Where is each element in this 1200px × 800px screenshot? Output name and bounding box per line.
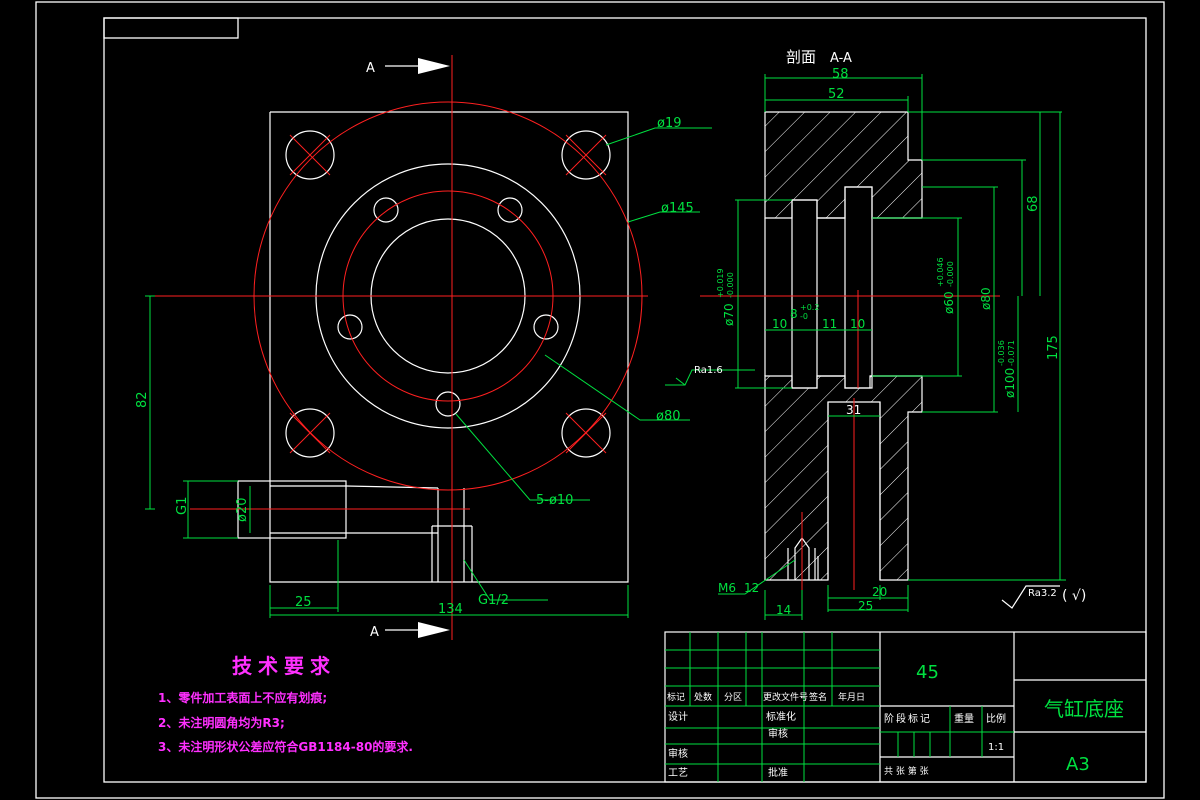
tech-requirements-title: 技术要求 — [232, 654, 336, 678]
drawing-frame — [35, 1, 1165, 799]
dim-height-82: 82 — [135, 391, 150, 408]
dim-w52: 52 — [828, 87, 845, 102]
tech-requirement-item: 3、未注明形状公差应符合GB1184-80的要求. — [158, 739, 413, 754]
dim-d8: 8 — [790, 307, 798, 321]
dim-m6-depth: 12 — [744, 581, 759, 595]
dim-d70-tol-up: +0.019 — [716, 268, 725, 298]
tech-requirement-item: 2、未注明圆角均为R3; — [158, 715, 285, 730]
tb-count: 处数 — [694, 691, 712, 703]
part-name: 气缸底座 — [1044, 697, 1124, 721]
dim-d31: 31 — [846, 403, 861, 417]
tb-change-doc: 更改文件号 — [763, 691, 808, 703]
dim-pitch-circle: ø80 — [656, 409, 681, 424]
dim-port-dia: ø20 — [235, 498, 250, 523]
dim-d70-tol-low: -0.000 — [726, 272, 735, 298]
dim-thread: G1/2 — [478, 593, 509, 608]
section-view: 剖面 A-A 58 52 68 175 ø70 +0.019 -0.000 8 … — [665, 48, 1086, 620]
dim-d8-tol-low: -0 — [800, 312, 808, 321]
dim-d60-tol-up: +0.046 — [936, 257, 945, 287]
dim-h68: 68 — [1026, 195, 1041, 212]
tech-requirements: 技术要求 1、零件加工表面上不应有划痕; 2、未注明圆角均为R3; 3、未注明形… — [158, 654, 413, 754]
tb-date: 年月日 — [838, 691, 865, 703]
dim-width-25: 25 — [295, 595, 312, 610]
section-arrow-bottom — [385, 622, 450, 638]
dim-port-g1: G1 — [175, 497, 190, 515]
tb-zone: 分区 — [724, 692, 742, 703]
tb-stage-mark: 阶段标记 — [884, 712, 932, 725]
material-label: 45 — [916, 662, 939, 683]
dim-d10b: 10 — [850, 317, 865, 331]
dim-small-holes: 5-ø10 — [536, 493, 573, 508]
dim-bolt-hole: ø19 — [657, 116, 682, 131]
dim-width-134: 134 — [438, 602, 463, 617]
dim-d70: ø70 — [722, 303, 736, 326]
section-marker-bottom: A — [370, 625, 379, 640]
tb-sheets: 共 张 第 张 — [884, 765, 929, 777]
tb-weight: 重量 — [954, 712, 974, 725]
dim-d80: ø80 — [979, 287, 993, 310]
dim-d11: 11 — [822, 317, 837, 331]
tech-requirement-item: 1、零件加工表面上不应有划痕; — [158, 690, 327, 705]
dim-d100-tol-low: -0.071 — [1007, 340, 1016, 366]
dim-h175: 175 — [1046, 335, 1061, 360]
dim-w58: 58 — [832, 67, 849, 82]
dim-m6: M6 — [718, 581, 736, 595]
roughness-symbol-icon — [1001, 585, 1060, 609]
scale-value: 1:1 — [988, 742, 1004, 753]
dim-d20: 20 — [872, 585, 887, 599]
tb-sign: 签名 — [809, 691, 827, 703]
roughness-general: Ra3.2 — [1028, 588, 1057, 599]
front-view: A A ø19 ø145 ø80 5-ø10 82 G1 ø20 25 134 … — [135, 55, 712, 640]
dim-d8-tol-up: +0.2 — [800, 303, 819, 312]
dim-d100: ø100 — [1003, 368, 1017, 398]
tb-standardize: 标准化 — [766, 710, 796, 723]
section-title-suffix: A-A — [830, 51, 852, 66]
tb-scale-label: 比例 — [986, 712, 1006, 725]
section-title: 剖面 — [786, 48, 816, 66]
tb-mark: 标记 — [667, 691, 685, 703]
tb-approve: 批准 — [768, 766, 788, 779]
dim-d60: ø60 — [942, 291, 956, 314]
dim-d10a: 10 — [772, 317, 787, 331]
section-arrow-top — [385, 58, 450, 74]
dim-d14: 14 — [776, 603, 791, 617]
section-marker-top: A — [366, 61, 375, 76]
dim-bolt-circle: ø145 — [661, 201, 694, 216]
dim-d100-tol-up: -0.036 — [997, 340, 1006, 366]
tb-audit: 审核 — [768, 727, 788, 740]
tb-design: 设计 — [668, 710, 688, 723]
tb-process: 工艺 — [668, 767, 688, 779]
roughness-paren: ( √) — [1062, 588, 1086, 604]
dim-d25: 25 — [858, 599, 873, 613]
tb-review: 审核 — [668, 747, 688, 760]
title-block: 45 气缸底座 A3 1:1 标记 处数 分区 更改文件号 签名 年月日 设计 … — [664, 631, 1147, 783]
roughness-left: Ra1.6 — [694, 365, 723, 376]
sheet-size: A3 — [1066, 754, 1090, 775]
dim-d60-tol-low: -0.000 — [946, 261, 955, 287]
